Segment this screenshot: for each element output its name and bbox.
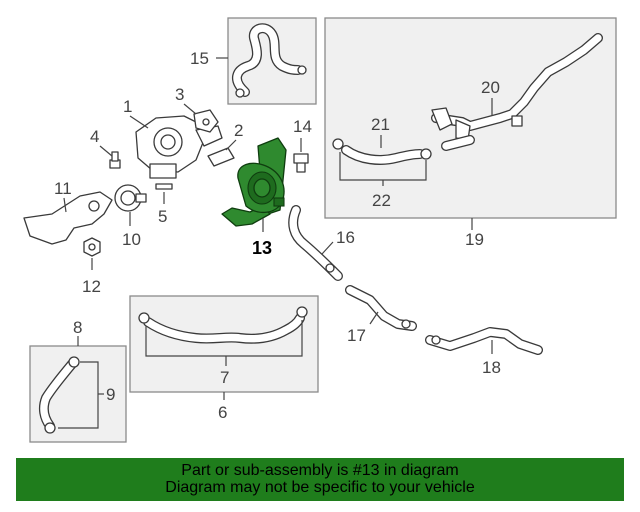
pipe-20 [431,33,603,151]
hose-15 [232,23,307,98]
parts-diagram: 15 20 21 22 19 1 3 2 [23,17,617,443]
callout-20: 20 [481,78,500,97]
info-banner: Part or sub-assembly is #13 in diagram D… [16,458,624,501]
callout-14: 14 [293,117,312,136]
inset-box-6 [129,295,319,393]
hose-18 [425,327,543,355]
callout-7: 7 [220,368,229,387]
callout-4: 4 [90,127,99,146]
callout-22: 22 [372,191,391,210]
gasket-3 [193,109,219,133]
hose-7 [138,306,308,344]
pin-5 [155,183,173,190]
callout-9: 9 [106,385,115,404]
hose-16 [288,205,343,281]
callout-19: 19 [465,230,484,249]
banner-line-2: Diagram may not be specific to your vehi… [165,479,475,496]
callout-5: 5 [158,207,167,226]
callout-1: 1 [123,97,132,116]
gasket-2 [207,147,235,167]
bolt-4 [109,151,121,169]
callout-16: 16 [336,228,355,247]
inset-box-19 [324,17,617,219]
banner-line-1: Part or sub-assembly is #13 in diagram [181,462,459,479]
callout-12: 12 [82,277,101,296]
hose-9 [38,356,80,434]
callout-10: 10 [122,230,141,249]
callout-2: 2 [234,121,243,140]
callout-13: 13 [252,238,272,258]
hose-17 [345,285,417,331]
housing-1 [135,115,223,179]
hose-21 [332,138,432,165]
pump-13-highlighted [221,137,287,227]
callout-3: 3 [175,85,184,104]
callout-15: 15 [190,49,209,68]
nut-12 [83,237,101,257]
callout-8: 8 [73,318,82,337]
callout-21: 21 [371,115,390,134]
pipe-11 [23,191,113,245]
thermostat-10 [114,184,147,212]
callout-18: 18 [482,358,501,377]
callout-11: 11 [54,179,72,198]
callout-17: 17 [347,326,366,345]
bolt-14 [293,153,309,173]
callout-6: 6 [218,403,227,422]
